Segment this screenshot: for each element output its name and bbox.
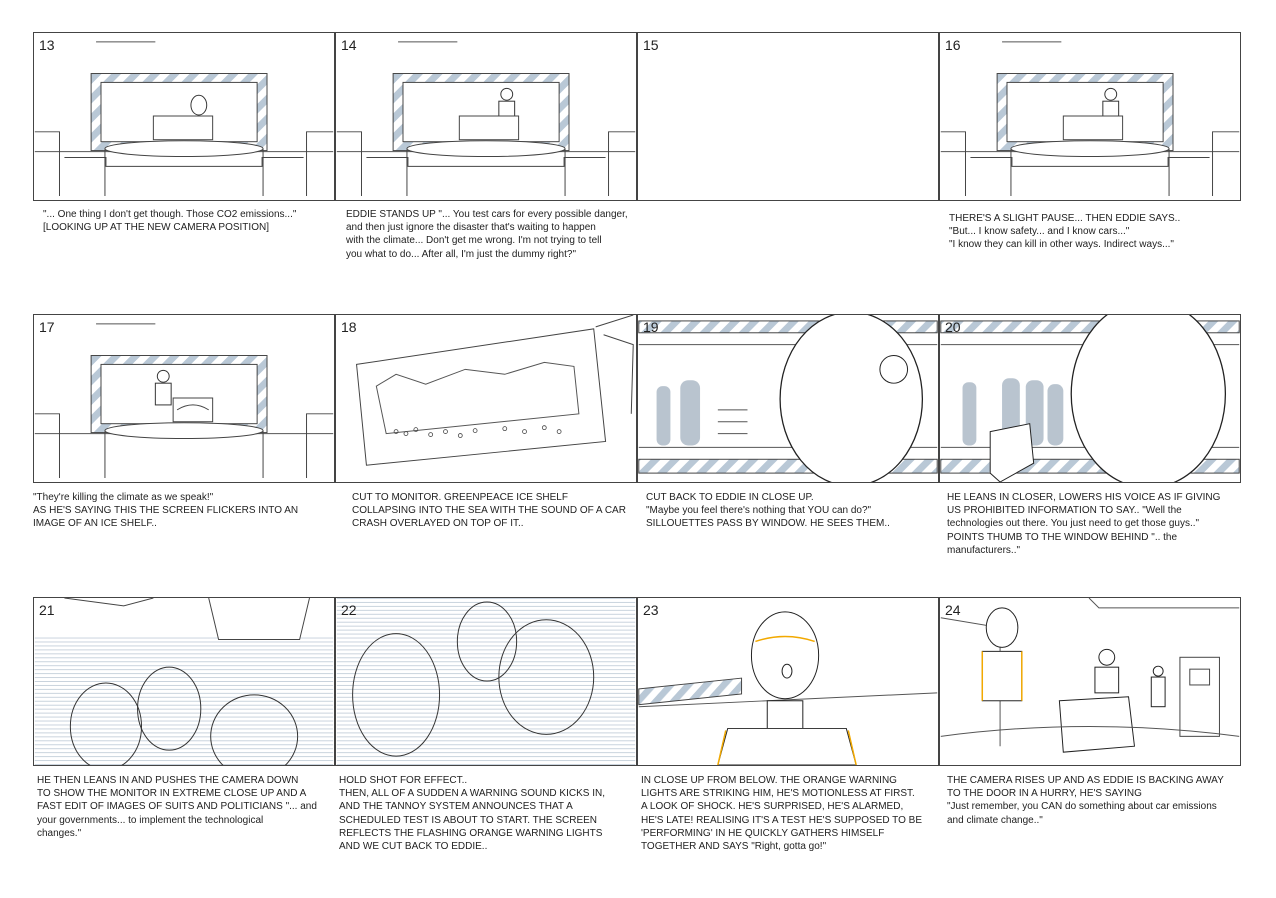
sketch-ice-shelf-monitor xyxy=(356,315,634,466)
sketch-eddie-stands-up xyxy=(336,41,636,197)
panel-number: 21 xyxy=(39,602,55,618)
panel-number: 19 xyxy=(643,319,659,335)
panel-number: 15 xyxy=(643,37,659,53)
panel-number: 18 xyxy=(341,319,357,335)
storyboard-panel-17: 17 xyxy=(33,314,335,483)
panel-number: 24 xyxy=(945,602,961,618)
panel-number: 16 xyxy=(945,37,961,53)
panel-caption-20: HE LEANS IN CLOSER, LOWERS HIS VOICE AS … xyxy=(947,492,1221,556)
panel-caption-21: HE THEN LEANS IN AND PUSHES THE CAMERA D… xyxy=(37,775,317,839)
sketch-faces-warning xyxy=(336,598,636,765)
sketch-eddie-backing-away xyxy=(940,598,1240,753)
panel-caption-19: CUT BACK TO EDDIE IN CLOSE UP. "Maybe yo… xyxy=(646,492,890,530)
sketch-screen-flickers xyxy=(34,323,334,479)
storyboard-panel-23: 23 xyxy=(637,597,939,766)
panel-number: 17 xyxy=(39,319,55,335)
storyboard-panel-19: 19 xyxy=(637,314,939,483)
panel-caption-23: IN CLOSE UP FROM BELOW. THE ORANGE WARNI… xyxy=(641,775,923,853)
panel-number: 13 xyxy=(39,37,55,53)
panel-caption-13: "... One thing I don't get though. Those… xyxy=(43,209,297,234)
storyboard-panel-13: 13 xyxy=(33,32,335,201)
sketch-eddie-close-up-silhouettes xyxy=(638,315,938,482)
storyboard-panel-18: 18 xyxy=(335,314,637,483)
panel-caption-17: "They're killing the climate as we speak… xyxy=(33,492,299,530)
panel-number: 14 xyxy=(341,37,357,53)
storyboard-panel-15: 15 xyxy=(637,32,939,201)
sketch-monitor-desk-scene xyxy=(34,41,334,197)
sketch-eddie-from-below xyxy=(638,611,938,765)
panel-caption-14: EDDIE STANDS UP "... You test cars for e… xyxy=(346,209,628,260)
storyboard-panel-24: 24 xyxy=(939,597,1241,766)
storyboard-panel-16: 16 xyxy=(939,32,1241,201)
storyboard-panel-22: 22 xyxy=(335,597,637,766)
sketch-eddie-points-thumb xyxy=(940,315,1240,482)
storyboard-panel-20: 20 xyxy=(939,314,1241,483)
panel-number: 22 xyxy=(341,602,357,618)
storyboard-panel-21: 21 xyxy=(33,597,335,766)
panel-number: 20 xyxy=(945,319,961,335)
panel-caption-16: THERE'S A SLIGHT PAUSE... THEN EDDIE SAY… xyxy=(949,213,1181,251)
sketch-eddie-standing-pause xyxy=(940,41,1240,197)
panel-caption-22: HOLD SHOT FOR EFFECT.. THEN, ALL OF A SU… xyxy=(339,775,605,853)
panel-number: 23 xyxy=(643,602,659,618)
storyboard-panel-14: 14 xyxy=(335,32,637,201)
panel-caption-18: CUT TO MONITOR. GREENPEACE ICE SHELF COL… xyxy=(352,492,626,530)
panel-caption-24: THE CAMERA RISES UP AND AS EDDIE IS BACK… xyxy=(947,775,1224,826)
sketch-monitor-politicians xyxy=(34,598,334,765)
